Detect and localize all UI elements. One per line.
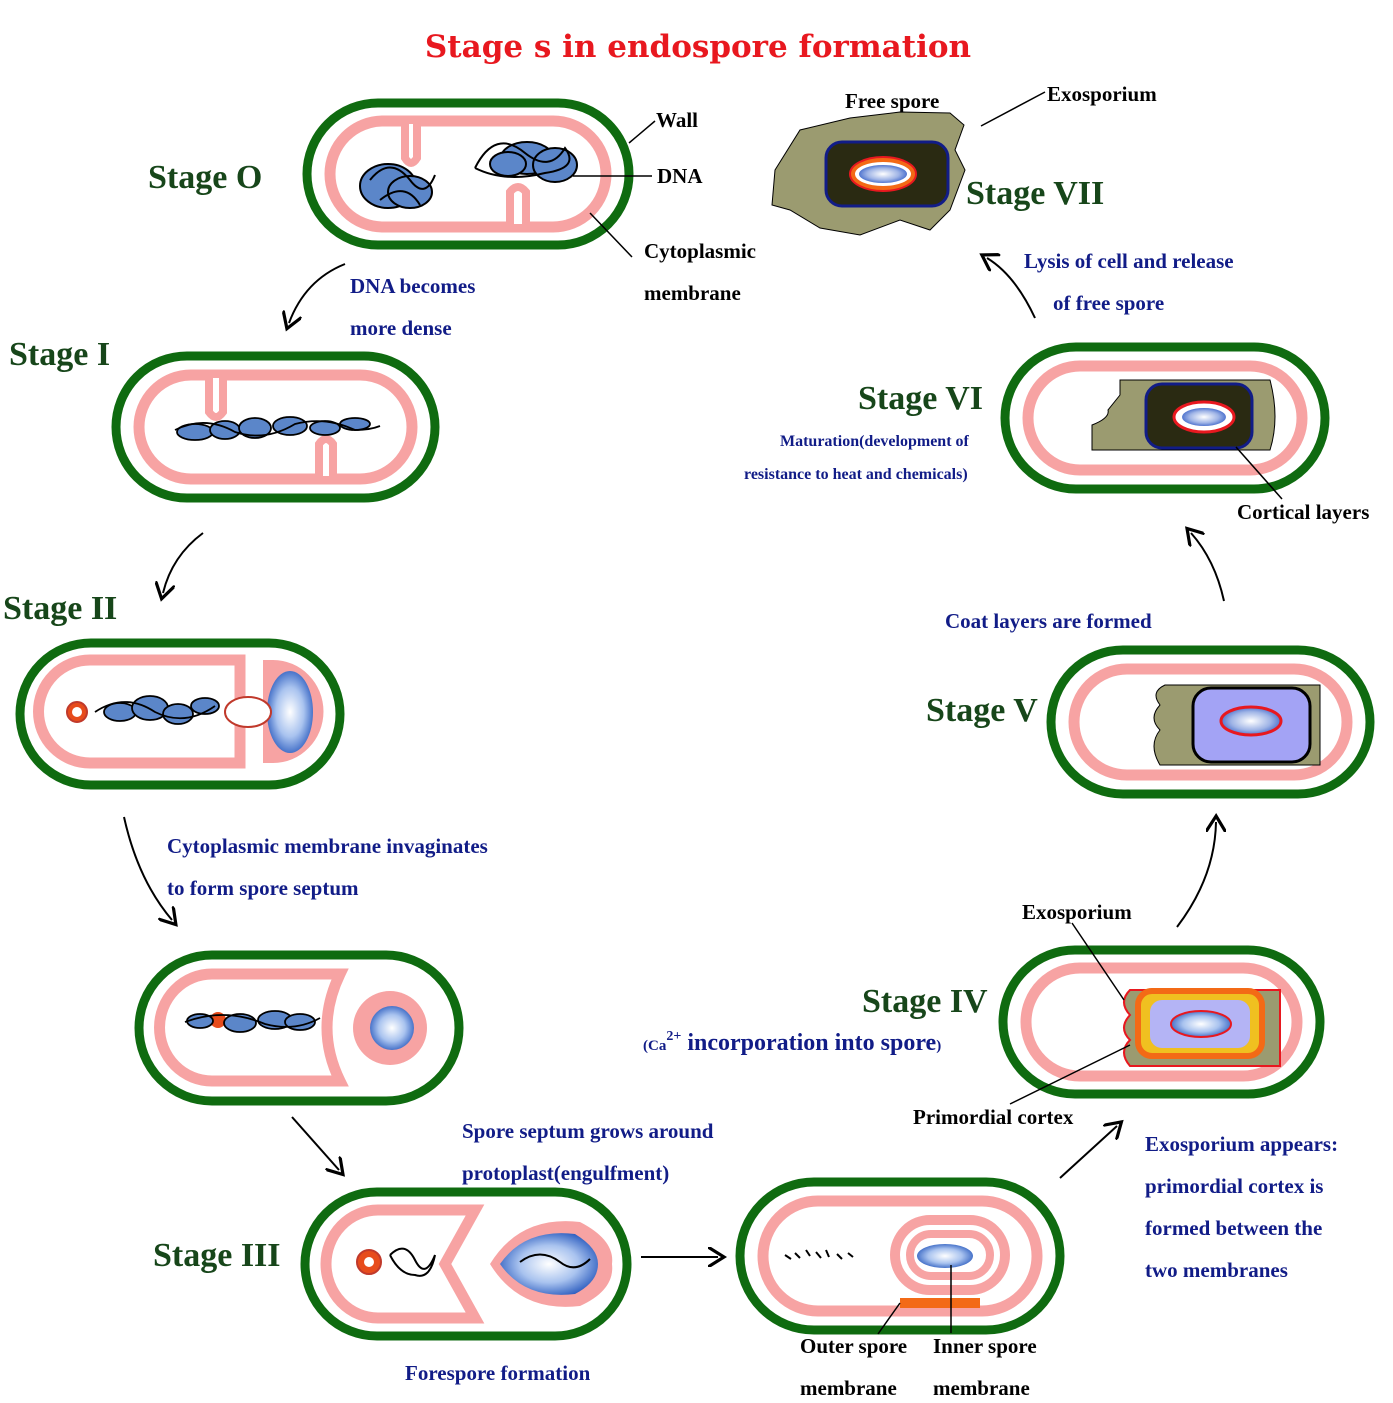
primordial-cortex-label: Primordial cortex <box>913 1105 1074 1129</box>
cell-stage-6 <box>1000 342 1330 494</box>
arrow-iv-to-v <box>1176 822 1216 928</box>
caption-lysis-2: of free spore <box>1053 291 1164 315</box>
stage-4-label: Stage IV <box>862 983 988 1020</box>
stage-2-label: Stage II <box>3 590 117 627</box>
stage-7-label: Stage VII <box>966 175 1104 212</box>
inner-spore-label-1: Inner spore <box>933 1334 1037 1358</box>
wall-label: Wall <box>656 108 698 132</box>
cell-stage-5 <box>1046 645 1375 799</box>
inner-spore-label-2: membrane <box>933 1376 1030 1400</box>
free-spore-stage-7 <box>771 111 966 236</box>
caption-exo-4: two membranes <box>1145 1258 1288 1282</box>
caption-exo-2: primordial cortex is <box>1145 1174 1323 1198</box>
cell-stage-1 <box>111 351 440 503</box>
cytoplasmic-label-1: Cytoplasmic <box>644 239 756 263</box>
caption-invaginates-2: to form spore septum <box>167 876 359 900</box>
caption-dna-dense-2: more dense <box>350 316 452 340</box>
outer-spore-label-2: membrane <box>800 1376 897 1400</box>
stage-6-label: Stage VI <box>858 380 983 417</box>
cytoplasmic-label-2: membrane <box>644 281 741 305</box>
arrow-o-to-i <box>289 263 346 323</box>
arrow-i-to-ii <box>163 532 204 593</box>
cell-stage-4 <box>998 945 1325 1099</box>
cell-stage-0 <box>302 98 634 250</box>
caption-septum-2: protoplast(engulfment) <box>462 1161 669 1185</box>
caption-invaginates-1: Cytoplasmic membrane invaginates <box>167 834 488 858</box>
cell-stage-2b <box>134 950 464 1106</box>
stage-5-label: Stage V <box>926 692 1038 729</box>
arrow-iib-to-iii <box>291 1116 339 1170</box>
stage-3-label: Stage III <box>153 1237 281 1274</box>
outer-spore-label-1: Outer spore <box>800 1334 907 1358</box>
cortical-layers-label: Cortical layers <box>1237 500 1369 524</box>
caption-maturation-2: resistance to heat and chemicals) <box>744 466 968 483</box>
caption-forespore: Forespore formation <box>405 1361 591 1385</box>
caption-coat: Coat layers are formed <box>945 609 1152 633</box>
caption-lysis-1: Lysis of cell and release <box>1024 249 1234 273</box>
stage-0-label: Stage O <box>148 159 262 196</box>
cell-stage-3 <box>300 1187 632 1341</box>
caption-dna-dense-1: DNA becomes <box>350 274 475 298</box>
caption-exo-3: formed between the <box>1145 1216 1322 1240</box>
caption-calcium: (Ca2+ incorporation into spore) <box>643 1029 941 1056</box>
diagram-title: Stage s in endospore formation <box>425 29 971 65</box>
stage-1-label: Stage I <box>9 336 110 373</box>
caption-exo-1: Exosporium appears: <box>1145 1132 1338 1156</box>
exosporium-label-mid: Exosporium <box>1022 900 1132 924</box>
free-spore-label: Free spore <box>845 89 939 113</box>
cell-stage-3b <box>735 1177 1065 1335</box>
dna-cluster <box>359 141 578 209</box>
dna-label: DNA <box>657 164 703 188</box>
caption-septum-1: Spore septum grows around <box>462 1119 714 1143</box>
arrow-ii-down <box>123 816 172 920</box>
arrow-v-to-vi <box>1191 533 1225 602</box>
caption-maturation-1: Maturation(development of <box>780 433 970 450</box>
arrow-iiib-to-iv <box>1059 1126 1117 1179</box>
exosporium-label-top: Exosporium <box>1047 82 1157 106</box>
cell-stage-2 <box>15 638 345 790</box>
arrow-vi-to-vii <box>987 258 1036 319</box>
